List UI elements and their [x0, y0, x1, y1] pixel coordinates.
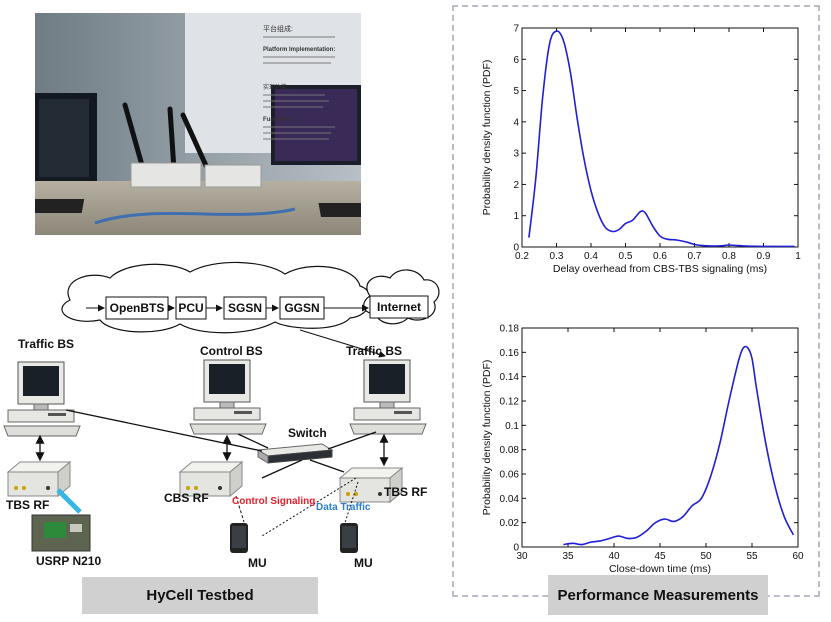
mu-left-label: MU — [248, 556, 267, 570]
measurements-caption: Performance Measurements — [548, 575, 768, 615]
y-tick-label: 0.08 — [500, 445, 520, 456]
y-tick-label: 7 — [513, 24, 519, 35]
pdf-curve — [528, 30, 795, 248]
x-axis-label: Delay overhead from CBS-TBS signaling (m… — [553, 263, 767, 275]
tbs-rf-left-label: TBS RF — [6, 498, 49, 512]
data-traffic-label: Data Traffic — [316, 502, 371, 513]
mu-right-label: MU — [354, 556, 373, 570]
y-tick-label: 0 — [513, 543, 519, 554]
plot-area — [521, 327, 799, 548]
x-tick-label: 0.2 — [515, 251, 529, 262]
y-tick-label: 4 — [513, 117, 519, 128]
traffic-bs-left-computer — [3, 361, 81, 437]
x-tick-label: 0.7 — [688, 251, 702, 262]
y-tick-label: 1 — [513, 211, 519, 222]
traffic-bs-right-computer — [349, 359, 427, 435]
close-down-time-chart: 30 35 40 45 50 55 60 0 0.02 0.04 0.06 0.08 0.1 0.12 0.… — [481, 324, 804, 576]
mu-right-phone — [340, 523, 358, 553]
usrp-label: USRP N210 — [36, 554, 101, 568]
y-axis-label: Probability density function (PDF) — [481, 360, 493, 516]
traffic-bs-left-label: Traffic BS — [18, 337, 74, 351]
plot-area — [521, 27, 799, 248]
x-tick-label: 45 — [654, 551, 666, 562]
y-tick-label: 3 — [513, 149, 519, 160]
control-signaling-link — [235, 495, 245, 523]
y-tick-label: 0.14 — [500, 372, 520, 383]
ggsn-label: GGSN — [284, 301, 319, 315]
testbed-photo: 平台组成: Platform Implementation: 实现功能: Fun… — [35, 13, 361, 235]
internet-label: Internet — [377, 300, 421, 314]
switch-device — [256, 443, 334, 464]
y-tick-label: 0.04 — [500, 494, 520, 505]
usrp-link — [56, 488, 82, 514]
y-tick-label: 0.06 — [500, 470, 520, 481]
x-tick-label: 0.5 — [619, 251, 633, 262]
x-tick-label: 0.9 — [757, 251, 771, 262]
x-tick-label: 0.3 — [550, 251, 564, 262]
y-tick-label: 0.18 — [500, 324, 520, 335]
x-tick-label: 1 — [795, 251, 801, 262]
control-bs-computer — [189, 359, 267, 435]
pdf-curve — [563, 345, 795, 546]
network-diagram: OpenBTS PCU SGSN GGSN Internet Traffic B… — [3, 261, 440, 570]
data-traffic-link-left — [261, 477, 357, 537]
x-tick-label: 55 — [746, 551, 758, 562]
x-tick-label: 0.6 — [653, 251, 667, 262]
mu-left-phone — [230, 523, 248, 553]
testbed-caption: HyCell Testbed — [82, 577, 318, 614]
y-tick-label: 0.12 — [500, 397, 520, 408]
tbs-rf-right-label: TBS RF — [384, 485, 427, 499]
traffic-bs-right-label: Traffic BS — [346, 344, 402, 358]
x-tick-label: 35 — [562, 551, 574, 562]
y-axis-label: Probability density function (PDF) — [481, 60, 493, 216]
photo-functions-label: Functions: — [263, 117, 294, 123]
photo-heading-cn: 平台组成: — [263, 24, 293, 33]
usrp-board — [31, 514, 91, 552]
y-tick-label: 0.16 — [500, 348, 520, 359]
y-tick-label: 0.02 — [500, 518, 520, 529]
x-tick-label: 50 — [700, 551, 712, 562]
x-tick-label: 0.4 — [584, 251, 598, 262]
x-tick-label: 0.8 — [722, 251, 736, 262]
cbs-rf-label: CBS RF — [164, 491, 209, 505]
x-tick-label: 30 — [516, 551, 528, 562]
y-tick-label: 0 — [513, 243, 519, 254]
pcu-label: PCU — [178, 301, 203, 315]
control-signaling-label: Control Signaling — [232, 496, 315, 507]
internet-box — [369, 295, 429, 319]
control-bs-label: Control BS — [200, 344, 263, 358]
x-tick-label: 40 — [608, 551, 620, 562]
y-tick-label: 6 — [513, 55, 519, 66]
switch-label: Switch — [288, 426, 327, 440]
openbts-label: OpenBTS — [110, 301, 165, 315]
photo-platform-label: Platform Implementation: — [263, 47, 335, 53]
y-tick-label: 0.1 — [505, 421, 519, 432]
photo-functions-cn: 实现功能: — [263, 83, 289, 91]
y-tick-label: 2 — [513, 180, 519, 191]
x-tick-label: 60 — [792, 551, 804, 562]
testbed-photo-graphic: 平台组成: Platform Implementation: 实现功能: Fun… — [35, 13, 361, 235]
y-tick-label: 5 — [513, 86, 519, 97]
sgsn-label: SGSN — [228, 301, 262, 315]
x-axis-label: Close-down time (ms) — [609, 563, 711, 575]
